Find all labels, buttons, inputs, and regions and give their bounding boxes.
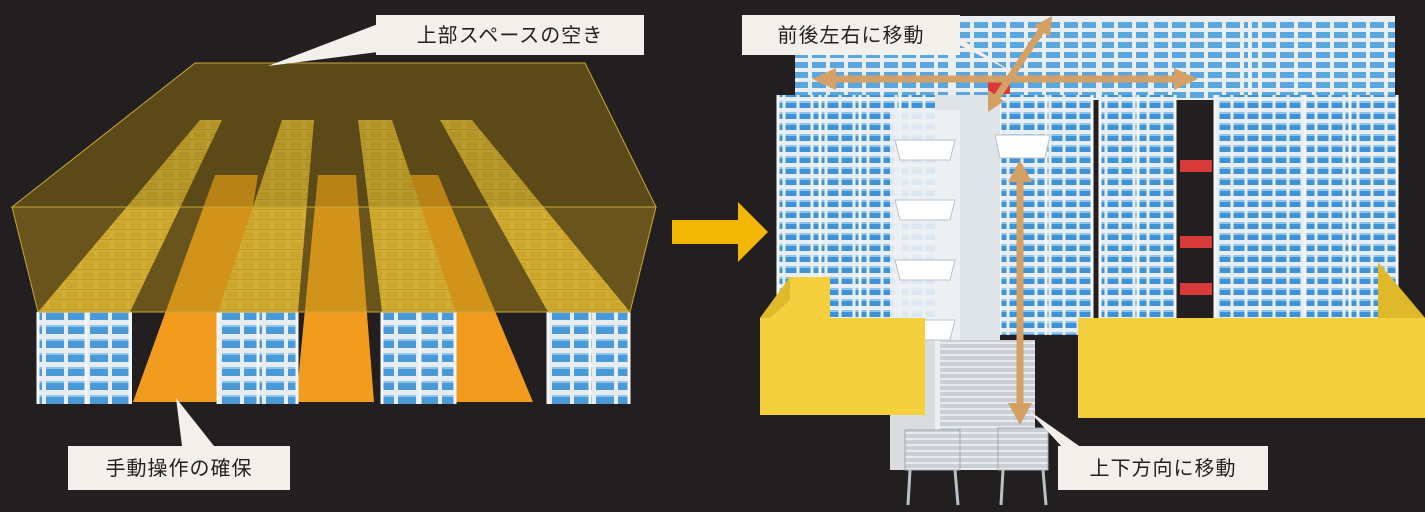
vertical-move-callout: 上下方向に移動: [1058, 446, 1268, 490]
vertical-move-callout-pointer: [1028, 410, 1082, 448]
double-headed-arrow-icon: [812, 16, 1198, 112]
yellow-base: [760, 262, 1425, 418]
conveyor-station: [904, 427, 1049, 471]
horizontal-move-callout: 前後左右に移動: [742, 15, 960, 55]
empty-space-volume: [10, 62, 657, 313]
manual-operation-callout-pointer: [176, 398, 214, 446]
conventional-shelving-illustration: [10, 24, 657, 446]
right-arrow-icon: [672, 202, 768, 262]
manual-operation-callout: 手動操作の確保: [68, 446, 290, 490]
automated-storage-illustration: [760, 16, 1425, 506]
top-space-callout: 上部スペースの空き: [376, 15, 644, 55]
rack-blocks: [776, 82, 1399, 335]
top-space-callout-pointer: [268, 24, 378, 66]
double-headed-arrow-icon: [1008, 160, 1032, 425]
